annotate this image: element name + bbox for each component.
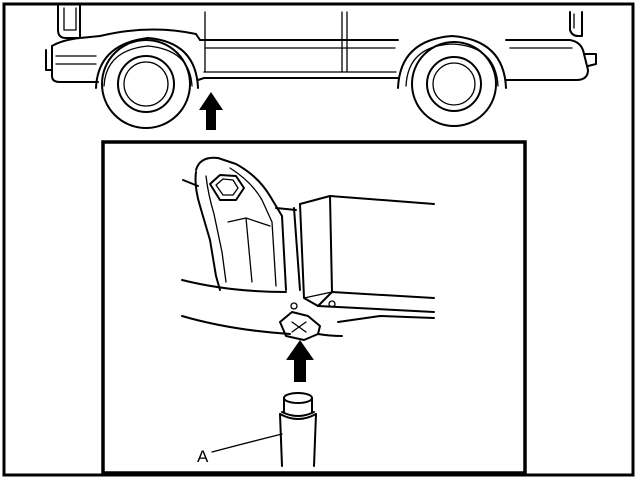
- detail-inset-frame: [101, 140, 527, 475]
- callout-leader-a: [211, 433, 283, 453]
- lift-point-arrow: [199, 92, 223, 130]
- frame-rail-detail: [181, 156, 435, 341]
- floor-jack[interactable]: [279, 392, 317, 467]
- van-side-view: [45, 5, 597, 129]
- callout-label-a: A: [197, 447, 209, 466]
- jack-direction-arrow: [286, 340, 314, 382]
